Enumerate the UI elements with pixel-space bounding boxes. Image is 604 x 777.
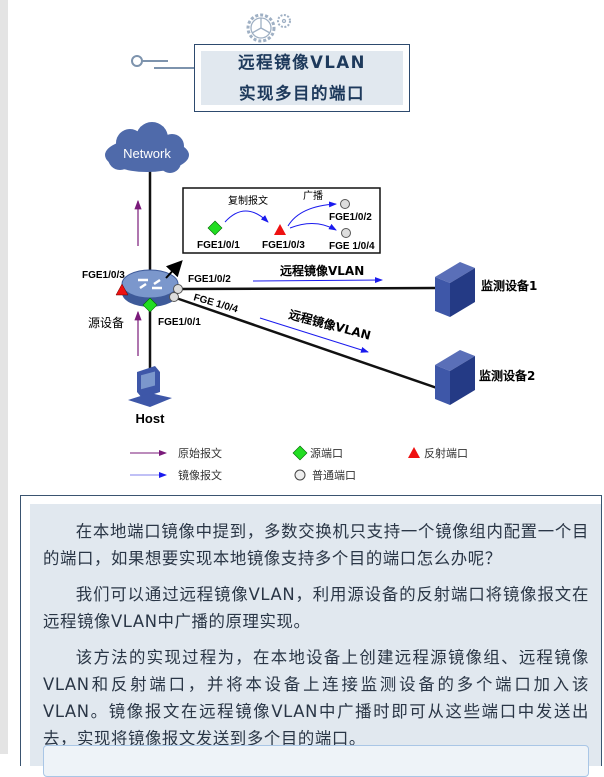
port-label: FGE1/0/1 (158, 317, 201, 328)
remote-vlan-label: 远程镜像VLAN (287, 306, 372, 342)
title-box: 远程镜像VLAN 实现多目的端口 (194, 44, 410, 112)
switch-icon (121, 269, 179, 307)
broadcast-label: 广播 (303, 189, 323, 202)
reflect-port-icon (274, 224, 286, 235)
monitor2-label: 监测设备2 (479, 368, 535, 383)
source-port-icon (142, 297, 158, 313)
network-cloud-icon (105, 122, 189, 173)
normal-port-icon (169, 292, 179, 302)
legend-original-label: 原始报文 (178, 446, 222, 460)
inset-box (182, 187, 381, 254)
legend-reflect-port-label: 反射端口 (424, 446, 468, 460)
link-monitor1 (177, 286, 438, 291)
title-connector-left (131, 55, 194, 69)
legend-normal-port-icon (294, 469, 306, 481)
explanation-box: 在本地端口镜像中提到，多数交换机只支持一个镜像组内配置一个目的端口，如果想要实现… (20, 495, 602, 777)
paragraph: 在本地端口镜像中提到，多数交换机只支持一个镜像组内配置一个目的端口，如果想要实现… (43, 522, 589, 568)
paragraph: 该方法的实现过程为，在本地设备上创建远程源镜像组、远程镜像VLAN和反射端口，并… (43, 648, 589, 748)
normal-port-icon (340, 199, 350, 209)
link-monitor2 (175, 296, 438, 390)
copy-arrow (224, 210, 269, 223)
title-line-2: 实现多目的端口 (239, 84, 365, 103)
monitor1-label: 监测设备1 (481, 278, 537, 293)
mirror-arrow (259, 317, 369, 353)
source-port-icon (207, 220, 223, 236)
mirror-arrow (252, 277, 383, 284)
legend-mirror-label: 镜像报文 (178, 468, 222, 482)
normal-port-icon (173, 284, 183, 294)
next-section-box (43, 745, 589, 777)
legend-source-port-icon (292, 445, 308, 461)
broadcast-arrow (287, 201, 337, 227)
copy-packet-label: 复制报文 (228, 194, 268, 207)
zoom-pointer-arrow (165, 260, 183, 279)
remote-vlan-label: 远程镜像VLAN (280, 263, 364, 278)
gear-icon (246, 13, 291, 43)
monitor-server-icon (435, 262, 475, 317)
port-label: FGE1/0/3 (82, 270, 125, 281)
network-label: Network (123, 146, 171, 161)
host-label: Host (136, 411, 166, 426)
legend-normal-port-label: 普通端口 (312, 468, 356, 482)
reflect-port-icon (115, 283, 129, 296)
title-line-1: 远程镜像VLAN (238, 53, 366, 72)
source-device-label: 源设备 (88, 316, 124, 330)
port-label: FGE 1/0/4 (329, 241, 375, 252)
port-label: FGE1/0/3 (262, 240, 305, 251)
paragraph: 我们可以通过远程镜像VLAN，利用源设备的反射端口将镜像报文在远程镜像VLAN中… (43, 585, 589, 631)
port-label: FGE1/0/2 (188, 274, 231, 285)
host-pc-icon (128, 366, 172, 407)
port-label: FGE1/0/1 (197, 240, 240, 251)
port-label: FGE1/0/2 (329, 212, 372, 223)
left-scroll-edge (0, 0, 8, 754)
diagram-canvas: Network FGE1/0/3 源设备 FGE1/0/1 FGE1/0/2 F… (82, 13, 537, 482)
legend-reflect-port-icon (408, 447, 420, 458)
monitor-server-icon (435, 350, 475, 405)
legend-source-port-label: 源端口 (310, 446, 343, 460)
normal-port-icon (341, 228, 351, 238)
broadcast-arrow (289, 223, 337, 231)
